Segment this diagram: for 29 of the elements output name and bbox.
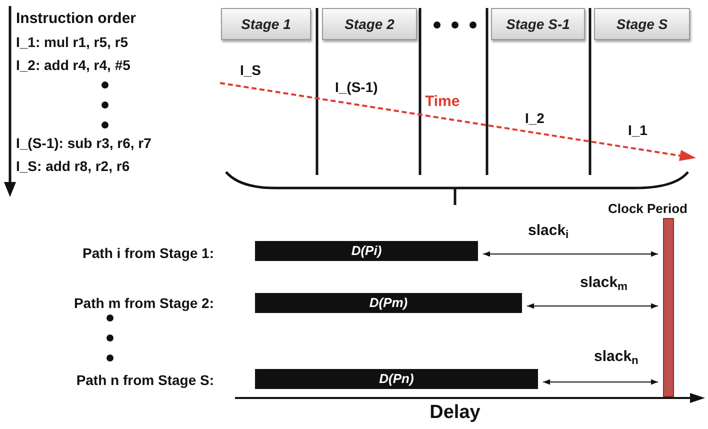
time-label: Time — [425, 93, 460, 110]
slack-arrow — [526, 303, 658, 309]
edge-label: slack$_{n}$ — [594, 348, 638, 366]
edge-label: slack$_{m}$ — [580, 274, 628, 292]
label: I_S — [240, 62, 262, 78]
label: Path i from Stage 1: — [82, 245, 214, 261]
label: I_(S-1) — [335, 79, 378, 95]
stage-box: Stage S — [594, 8, 690, 40]
slack-arrow — [482, 251, 658, 257]
edge-label: slack$_{i}$ — [528, 222, 569, 240]
stage-box: Stage 1 — [221, 8, 311, 40]
label: I_1: mul r1, r5, r5 — [16, 34, 128, 50]
stage-box: Stage 2 — [322, 8, 417, 40]
label: I_1 — [628, 122, 648, 138]
slack-arrow — [542, 379, 658, 385]
label: Path m from Stage 2: — [74, 295, 214, 311]
label: I_(S-1): sub r3, r6, r7 — [16, 135, 152, 151]
heading: Instruction order — [16, 10, 136, 27]
clock-period-bar — [663, 218, 674, 397]
axis-title: Delay — [430, 402, 480, 423]
label: Path n from Stage S: — [76, 372, 214, 388]
delay-bar: D(Pn) — [255, 369, 538, 389]
label: I_S: add r8, r2, r6 — [16, 158, 130, 174]
delay-bar: D(Pi) — [255, 241, 478, 261]
stage-box: Stage S-1 — [491, 8, 585, 40]
delay-bar: D(Pm) — [255, 293, 522, 313]
label: I_2 — [525, 110, 544, 126]
label: I_2: add r4, r4, #5 — [16, 57, 130, 73]
bar-caption: Clock Period — [608, 201, 688, 216]
